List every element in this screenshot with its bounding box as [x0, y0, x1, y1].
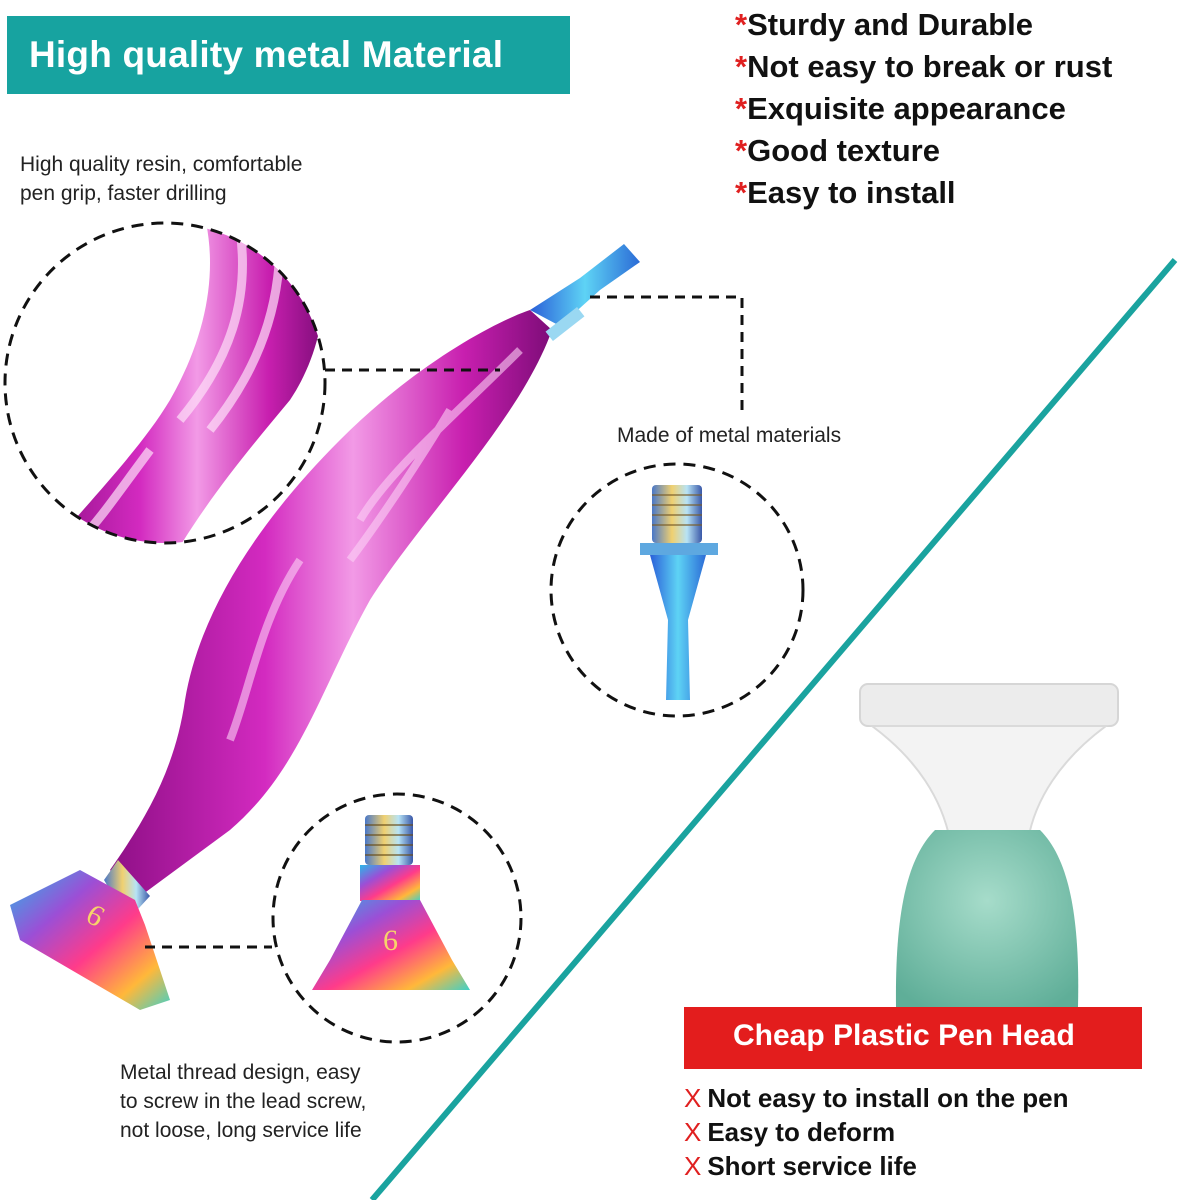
feature-item: *Sturdy and Durable — [735, 7, 1034, 42]
title-banner: High quality metal Material — [7, 16, 570, 94]
comparison-banner: Cheap Plastic Pen Head — [684, 1007, 1142, 1069]
feature-item: *Exquisite appearance — [735, 91, 1066, 126]
thread-detail-circle: 6 — [271, 792, 523, 1044]
pen-main: 6 — [10, 244, 640, 1010]
feature-item: *Not easy to break or rust — [735, 49, 1113, 84]
comparison-title: Cheap Plastic Pen Head — [733, 1019, 1075, 1052]
divider-line — [369, 258, 1178, 1200]
tip-caption: Made of metal materials — [617, 424, 842, 447]
feature-item: *Good texture — [735, 133, 940, 168]
thread-caption: Metal thread design, easy to screw in th… — [120, 1061, 367, 1142]
tip-detail-circle — [549, 462, 805, 718]
feature-list: *Sturdy and Durable *Not easy to break o… — [735, 4, 1112, 214]
tip-leader — [590, 295, 744, 410]
grip-caption: High quality resin, comfortable pen grip… — [20, 153, 303, 205]
feature-item: *Easy to install — [735, 175, 956, 210]
page-title: High quality metal Material — [29, 34, 504, 75]
thread-head-number: 6 — [383, 924, 398, 957]
plastic-pen-head — [859, 683, 1119, 1007]
